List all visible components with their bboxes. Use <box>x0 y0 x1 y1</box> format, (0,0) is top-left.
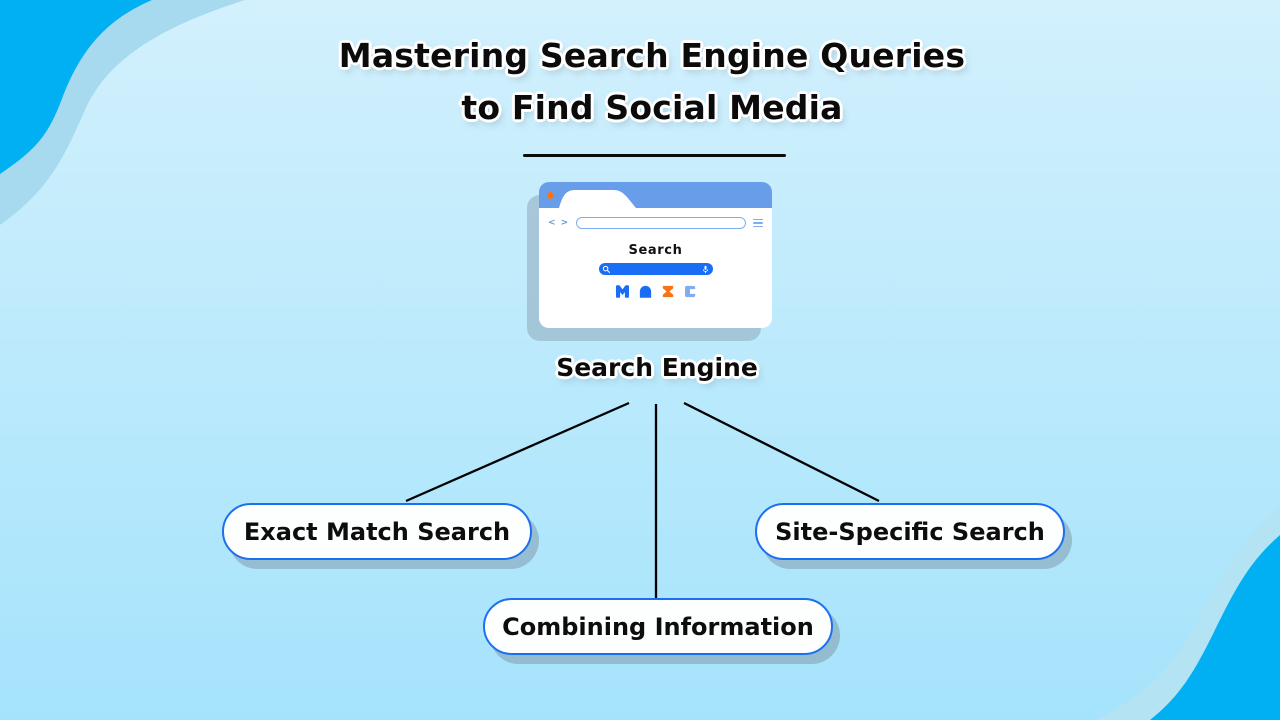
decor-wave-bottom-right-icon <box>1095 505 1280 720</box>
browser-nav-row: < > <box>539 217 772 229</box>
logo-c-icon <box>684 285 695 298</box>
browser-title-bar <box>539 182 772 208</box>
page-title-line2: to Find Social Media <box>461 88 843 127</box>
node-site-specific-search: Site-Specific Search <box>755 503 1065 560</box>
browser-dot-icon <box>547 192 554 199</box>
node-label: Site-Specific Search <box>775 517 1045 546</box>
browser-search-label: Search <box>628 243 683 258</box>
node-label: Combining Information <box>502 612 814 641</box>
title-divider <box>523 154 786 157</box>
page-title-line1: Mastering Search Engine Queries <box>338 36 966 75</box>
page-title: Mastering Search Engine Queries to Find … <box>339 30 965 134</box>
node-exact-match-search: Exact Match Search <box>222 503 532 560</box>
node-combining-information: Combining Information <box>483 598 833 655</box>
hero-label: Search Engine <box>556 353 758 382</box>
menu-icon <box>753 218 763 228</box>
search-bar <box>598 263 713 275</box>
search-magnifier-icon <box>602 265 610 273</box>
logo-hourglass-icon <box>662 285 673 298</box>
browser-illustration: < > Search <box>539 182 772 328</box>
node-label: Exact Match Search <box>243 517 511 546</box>
url-bar <box>576 217 746 229</box>
logo-arch-icon <box>639 285 651 298</box>
code-arrows-icon: < > <box>548 218 570 228</box>
microphone-icon <box>702 265 708 273</box>
browser-tab <box>559 190 636 208</box>
logo-m-icon <box>615 285 629 298</box>
browser-logo-row <box>539 285 772 298</box>
decor-wave-top-left-icon <box>0 0 245 225</box>
